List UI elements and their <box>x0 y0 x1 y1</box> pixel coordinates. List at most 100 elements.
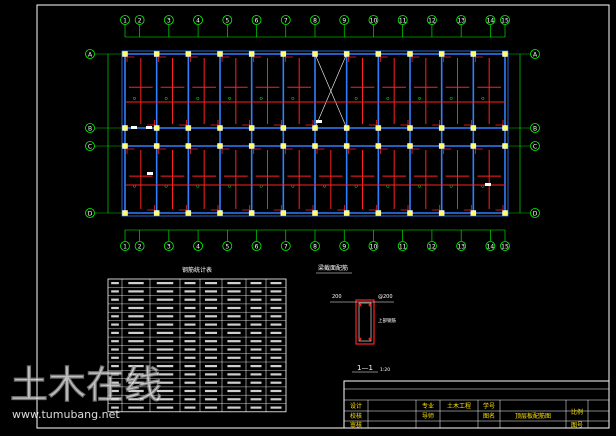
row-bubble-right <box>530 49 540 59</box>
column <box>438 125 445 131</box>
axis-bubble-bottom <box>280 241 291 251</box>
table-cell-mark <box>128 315 144 318</box>
rebar-negative <box>147 120 156 126</box>
tb-review: 审核 <box>350 421 362 429</box>
column <box>153 143 160 149</box>
rebar-negative <box>126 56 135 62</box>
rebar-negative <box>147 205 156 211</box>
beam-section-outline <box>355 299 375 345</box>
column <box>502 143 508 149</box>
table-cell-mark <box>156 315 174 318</box>
section-dim-right: @200 <box>378 294 393 300</box>
column <box>248 143 255 149</box>
axis-bubble-top <box>310 15 320 25</box>
column <box>438 143 445 149</box>
title-block: 设计校核审核专业土木工程学号导师图名顶层板配筋图比例图号 <box>343 380 610 429</box>
plan-label-marker <box>485 183 491 186</box>
tb-number: 学号 <box>483 402 495 410</box>
table-cell-mark <box>250 282 262 285</box>
rebar-tag <box>228 96 231 100</box>
rebar-table: 钢筋统计表 <box>107 266 287 413</box>
table-cell-mark <box>111 389 119 393</box>
rebar-negative <box>474 148 483 154</box>
table-cell-mark <box>270 365 282 368</box>
rebar-tag <box>481 96 485 100</box>
table-cell-mark <box>204 381 218 384</box>
rebar-tag <box>259 96 263 100</box>
row-bubble-left <box>85 49 95 59</box>
axis-bubble-top <box>120 15 130 25</box>
axis-bubble-top <box>222 15 233 25</box>
table-cell-mark <box>227 282 241 285</box>
table-cell-mark <box>184 298 196 301</box>
rebar-negative <box>443 148 452 154</box>
tb-major: 专业 <box>422 402 434 410</box>
rebar-dot <box>368 337 372 341</box>
table-cell-mark <box>250 373 262 376</box>
column <box>185 51 192 57</box>
table-cell-mark <box>227 340 241 343</box>
table-cell-mark <box>227 298 241 301</box>
axis-bubble-label: 15 <box>501 18 509 25</box>
axis-bubble-label: 1 <box>123 18 127 25</box>
column <box>375 125 382 131</box>
row-bubble-left <box>85 208 95 218</box>
axis-bubble-label: 10 <box>370 244 378 251</box>
table-cell-mark <box>184 290 196 293</box>
axis-bubble-bottom <box>163 241 174 251</box>
table-cell-mark <box>128 373 144 376</box>
column <box>248 51 255 57</box>
column <box>438 51 445 57</box>
column <box>470 51 477 57</box>
table-cell-mark <box>128 298 144 301</box>
column <box>343 210 350 216</box>
table-cell-mark <box>270 373 282 376</box>
axis-bubble-label: 6 <box>255 244 259 251</box>
table-cell-mark <box>204 348 218 351</box>
table-cell-mark <box>156 348 174 351</box>
axis-bubble-label: 11 <box>399 244 407 251</box>
rebar-negative <box>253 148 262 154</box>
table-cell-mark <box>204 315 218 318</box>
table-cell-mark <box>184 323 196 326</box>
rebar-negative <box>158 148 167 154</box>
rebar-negative <box>221 56 230 62</box>
table-cell-mark <box>111 323 119 326</box>
table-cell-mark <box>204 389 218 393</box>
axis-bubble-bottom <box>134 241 145 251</box>
table-cell-mark <box>204 356 218 359</box>
table-cell-mark <box>128 282 144 285</box>
stair-void-diagonal <box>314 53 347 129</box>
axis-bubble-label: 15 <box>501 244 509 251</box>
axis-bubble-top <box>163 15 174 25</box>
table-cell-mark <box>156 373 174 376</box>
rebar-tag <box>196 96 200 100</box>
table-cell-mark <box>250 356 262 359</box>
axis-bubble-top <box>397 15 408 25</box>
table-cell-mark <box>156 381 174 384</box>
rebar-negative <box>368 120 377 126</box>
column <box>185 125 192 131</box>
table-cell-mark <box>111 398 119 401</box>
axis-bubble-bottom <box>397 241 408 251</box>
table-cell-mark <box>227 389 241 393</box>
rebar-negative <box>316 148 325 154</box>
axis-bubble-bottom <box>456 241 467 251</box>
tb-scale: 比例 <box>571 408 583 416</box>
rebar-negative <box>348 148 357 154</box>
column <box>280 143 287 149</box>
row-bubble-right <box>530 141 540 151</box>
table-cell-mark <box>111 365 119 368</box>
column <box>470 125 477 131</box>
axis-bubble-label: 13 <box>457 18 465 25</box>
table-cell-mark <box>111 356 119 359</box>
column <box>375 210 382 216</box>
rebar-negative <box>432 205 441 211</box>
axis-bubble-top <box>368 15 379 25</box>
table-cell-mark <box>184 398 196 401</box>
rebar-negative <box>242 120 251 126</box>
table-cell-mark <box>128 406 144 409</box>
axis-bubble-label: 14 <box>487 244 495 251</box>
axis-grid: 1122334455667788991010111112121313141415… <box>85 15 540 251</box>
column <box>407 125 413 131</box>
